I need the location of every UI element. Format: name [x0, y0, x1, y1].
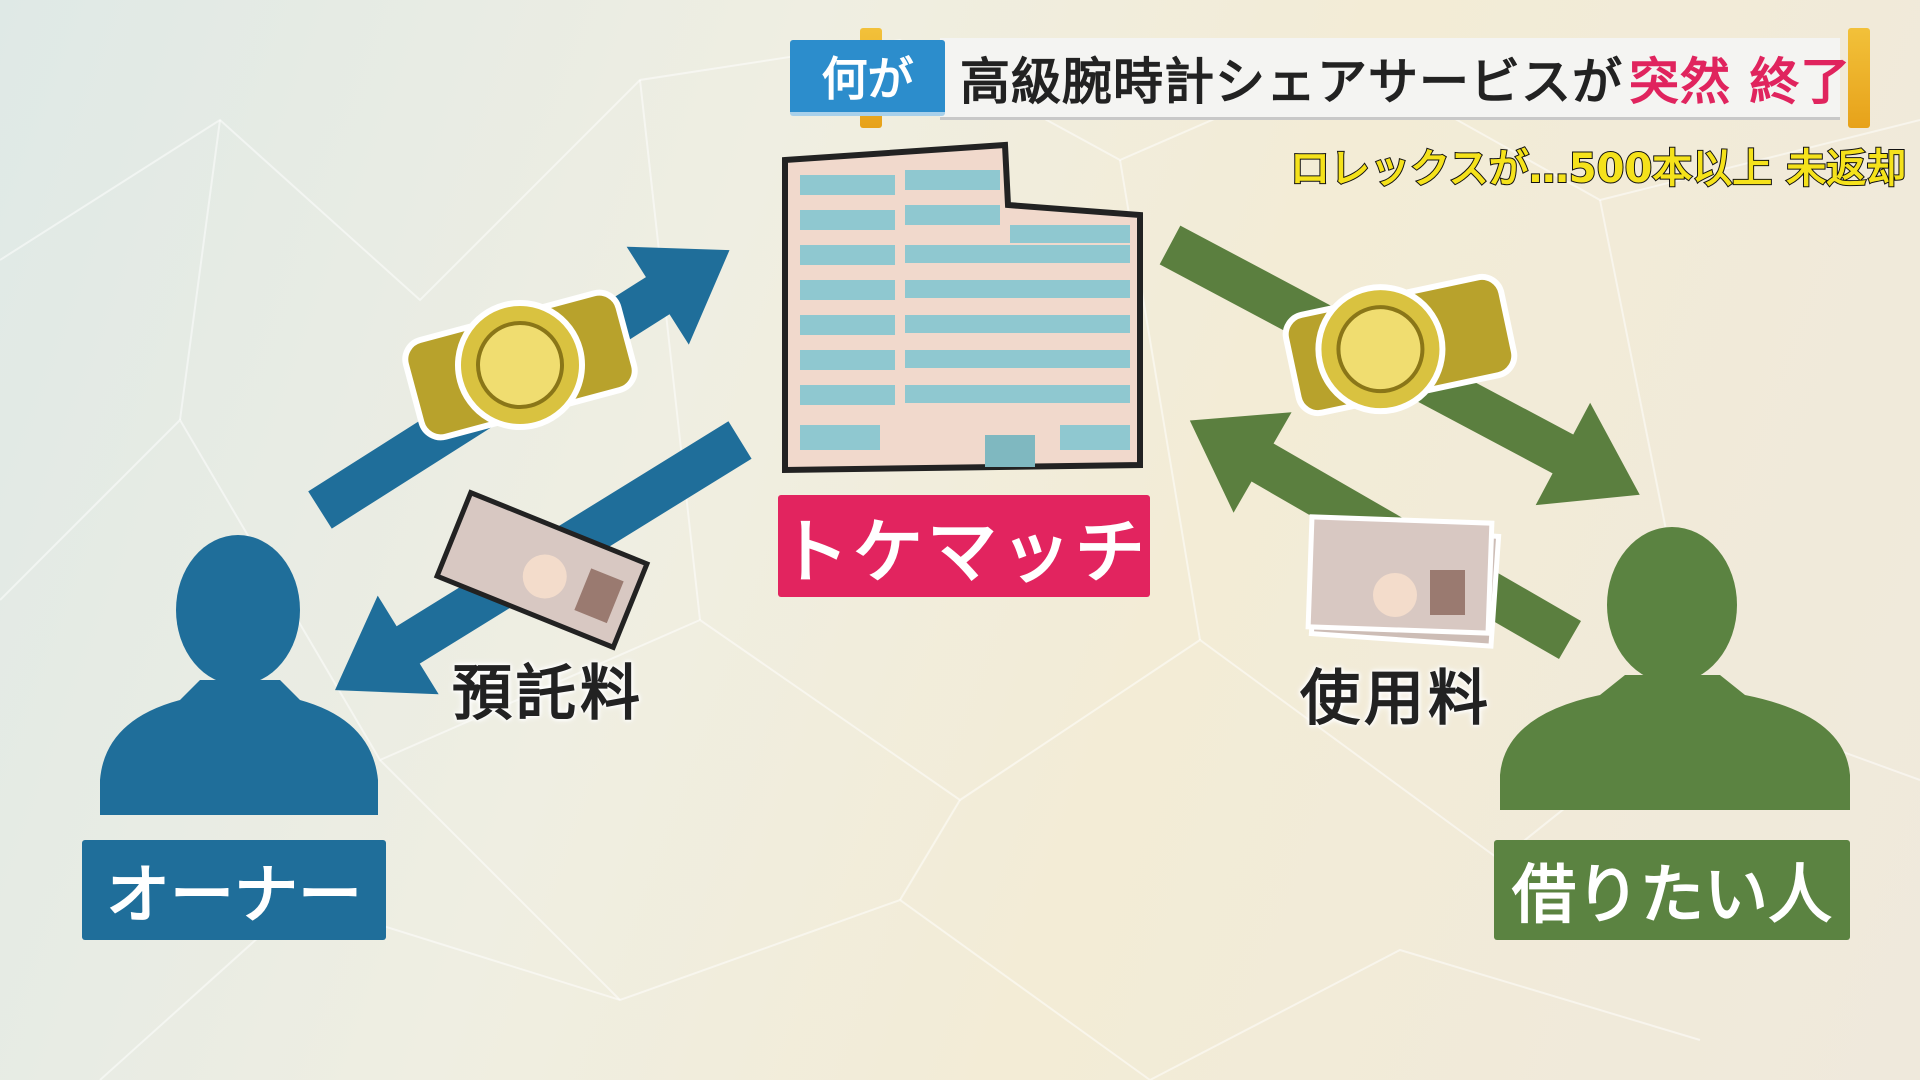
headline-text: 高級腕時計シェアサービスが — [960, 52, 1623, 111]
headline-highlight: 突然 終了 — [1629, 52, 1852, 111]
usage-fee-label: 使用料 — [1300, 664, 1492, 734]
news-caption-bar: 高級腕時計シェアサービスが突然 終了 何が — [790, 28, 1870, 128]
caption-tag: 何が — [790, 40, 945, 116]
building-icon — [782, 141, 1143, 474]
owner-silhouette-icon — [100, 535, 378, 815]
borrower-label: 借りたい人 — [1494, 840, 1850, 940]
banknote-icon — [433, 489, 651, 651]
gold-watch-icon — [1282, 273, 1518, 417]
banknote-stack-icon — [1305, 514, 1502, 649]
caption-accent-right — [1848, 28, 1870, 128]
borrower-silhouette-icon — [1500, 527, 1850, 810]
caption-headline: 高級腕時計シェアサービスが突然 終了 — [940, 38, 1850, 120]
owner-label: オーナー — [82, 840, 386, 940]
gold-watch-icon — [402, 289, 638, 441]
deposit-fee-label: 預託料 — [452, 659, 644, 729]
caption-subtitle: ロレックスが…500本以上 未返却 — [1289, 145, 1907, 193]
company-label: トケマッチ — [778, 495, 1150, 597]
